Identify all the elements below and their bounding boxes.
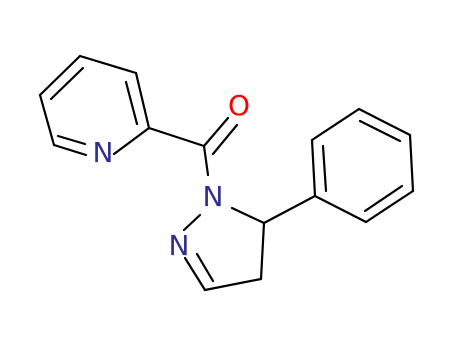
atom-label-pyridine-n: N	[93, 136, 114, 169]
bond-n1-n2	[182, 213, 202, 232]
bond-pyr-1	[38, 54, 82, 97]
bond-c3-c4	[203, 277, 263, 292]
bond-n2-c3-b	[195, 252, 215, 283]
bond-n2-c3-a	[183, 256, 207, 292]
bond-c5-phenyl	[262, 194, 317, 225]
bond-carbonyl-n1	[202, 144, 210, 177]
bond-pyr-carbonyl	[147, 126, 206, 148]
bond-carbonyl-double-a	[202, 116, 230, 148]
bond-pyr-2	[78, 54, 138, 75]
bond-ph-5-inner	[363, 184, 404, 213]
bond-ph-3	[357, 107, 412, 137]
pyridine-ring	[38, 54, 151, 157]
bond-ph-4	[408, 133, 415, 193]
atom-label-pyrazoline-n2: N	[169, 229, 190, 262]
bond-ph-5	[364, 189, 415, 224]
bond-pyr-3-inner	[124, 80, 139, 126]
atom-label-carbonyl-o: O	[228, 89, 250, 122]
atom-label-pyrazoline-n1: N	[203, 180, 224, 213]
bond-ph-1-inner	[321, 144, 328, 193]
bond-ph-6	[313, 194, 368, 224]
bond-pyr-5	[52, 143, 88, 157]
bond-ph-1	[310, 138, 317, 198]
bond-c4-c5	[259, 221, 266, 281]
pyrazoline-ring	[182, 206, 266, 292]
bond-pyr-1-inner	[49, 66, 85, 101]
bond-ph-3-inner	[358, 119, 402, 143]
bond-pyr-4	[112, 126, 151, 156]
bond-pyr-6	[38, 93, 56, 147]
bond-pyr-3	[134, 71, 151, 130]
bond-carbonyl-double-b	[211, 123, 239, 156]
bond-pyr-5-inner	[56, 134, 87, 146]
phenyl-ring	[310, 107, 415, 224]
bond-ph-2	[310, 107, 361, 142]
bond-c5-n1	[230, 206, 266, 225]
